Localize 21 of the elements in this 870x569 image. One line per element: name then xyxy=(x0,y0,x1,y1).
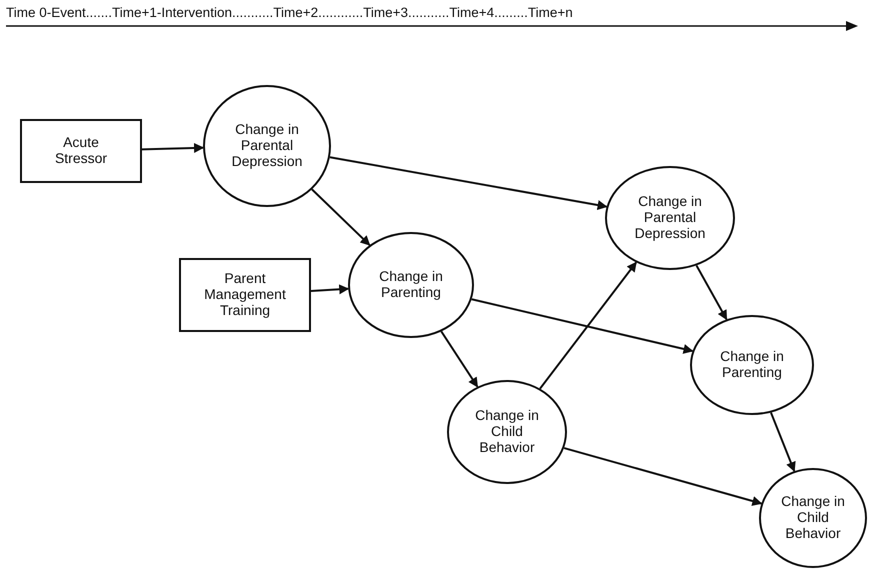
node-label: Change in Parenting xyxy=(378,269,444,301)
node-label: Change in Parenting xyxy=(719,349,785,381)
process-box xyxy=(20,119,142,183)
arrow xyxy=(471,298,694,354)
process-box xyxy=(179,258,311,332)
node-label: Parent Management Training xyxy=(203,271,287,318)
arrow xyxy=(770,412,796,472)
timeline-label: Time 0-Event.......Time+1-Intervention...........Time+2............Time+3...........Time+4.........Time+n xyxy=(6,5,573,20)
arrow xyxy=(696,265,728,320)
node-label: Change in Parental Depression xyxy=(634,194,706,242)
arrow xyxy=(564,447,762,506)
arrow xyxy=(310,284,350,294)
node-label: Acute Stressor xyxy=(54,135,108,167)
arrow xyxy=(311,188,370,246)
node-label: Change in Child Behavior xyxy=(474,408,540,456)
arrow xyxy=(142,142,204,153)
node-label: Change in Child Behavior xyxy=(780,494,846,542)
arrow xyxy=(330,156,608,210)
arrow xyxy=(539,262,637,390)
node-label: Change in Parental Depression xyxy=(230,122,304,170)
arrow xyxy=(440,330,478,388)
